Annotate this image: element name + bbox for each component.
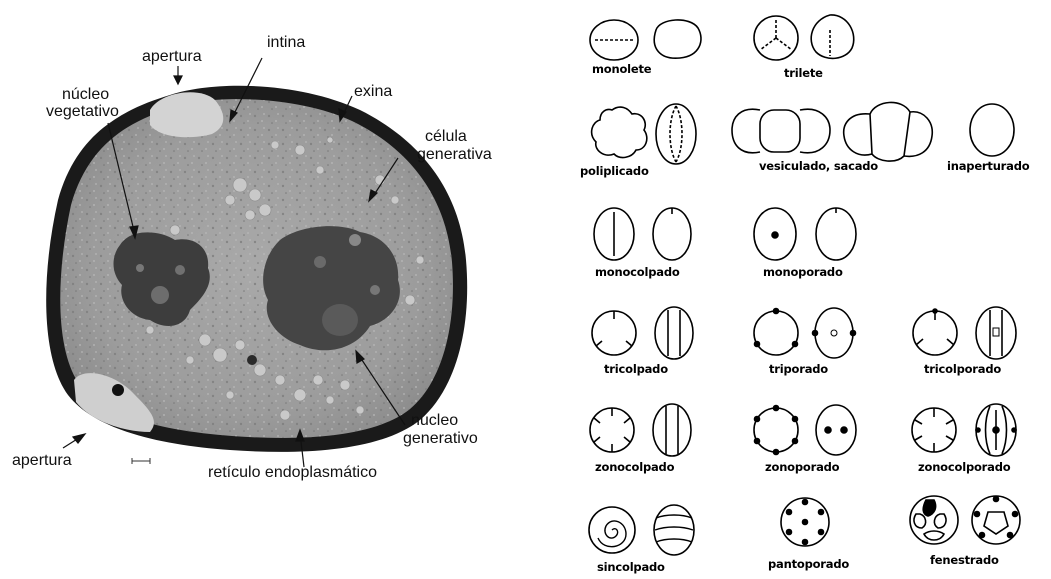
poliplicado-diagram <box>592 104 696 164</box>
type-label-zonoporado: zonoporado <box>765 460 839 474</box>
type-label-monolete: monolete <box>592 62 651 76</box>
type-label-zonocolporado: zonocolporado <box>918 460 1010 474</box>
zonocolpado-diagram <box>590 404 691 456</box>
trilete-diagram <box>754 15 854 60</box>
type-label-zonocolpado: zonocolpado <box>595 460 674 474</box>
monolete-diagram <box>590 20 701 60</box>
type-label-triporado: triporado <box>769 362 828 376</box>
type-label-sincolpado: sincolpado <box>597 560 665 574</box>
tricolpado-diagram <box>592 307 693 359</box>
fenestrado-diagram <box>910 496 1020 544</box>
type-label-tricolporado: tricolporado <box>924 362 1001 376</box>
monocolpado-diagram <box>594 208 691 260</box>
zonocolporado-diagram <box>912 404 1016 456</box>
type-label-vesiculado: vesiculado, sacado <box>759 159 878 173</box>
inaperturado-diagram <box>970 104 1014 156</box>
type-label-trilete: trilete <box>784 66 823 80</box>
pantoporado-diagram <box>781 498 829 546</box>
type-label-monoporado: monoporado <box>763 265 843 279</box>
type-label-pantoporado: pantoporado <box>768 557 849 571</box>
type-label-tricolpado: tricolpado <box>604 362 668 376</box>
tricolporado-diagram <box>913 307 1016 359</box>
zonoporado-diagram <box>754 405 856 455</box>
vesiculado-diagram <box>732 102 932 161</box>
monoporado-diagram <box>754 208 856 260</box>
type-label-inaperturado: inaperturado <box>947 159 1029 173</box>
triporado-diagram <box>754 308 856 358</box>
sincolpado-diagram <box>589 505 694 555</box>
type-label-monocolpado: monocolpado <box>595 265 680 279</box>
type-label-poliplicado: poliplicado <box>580 164 649 178</box>
type-label-fenestrado: fenestrado <box>930 553 999 567</box>
